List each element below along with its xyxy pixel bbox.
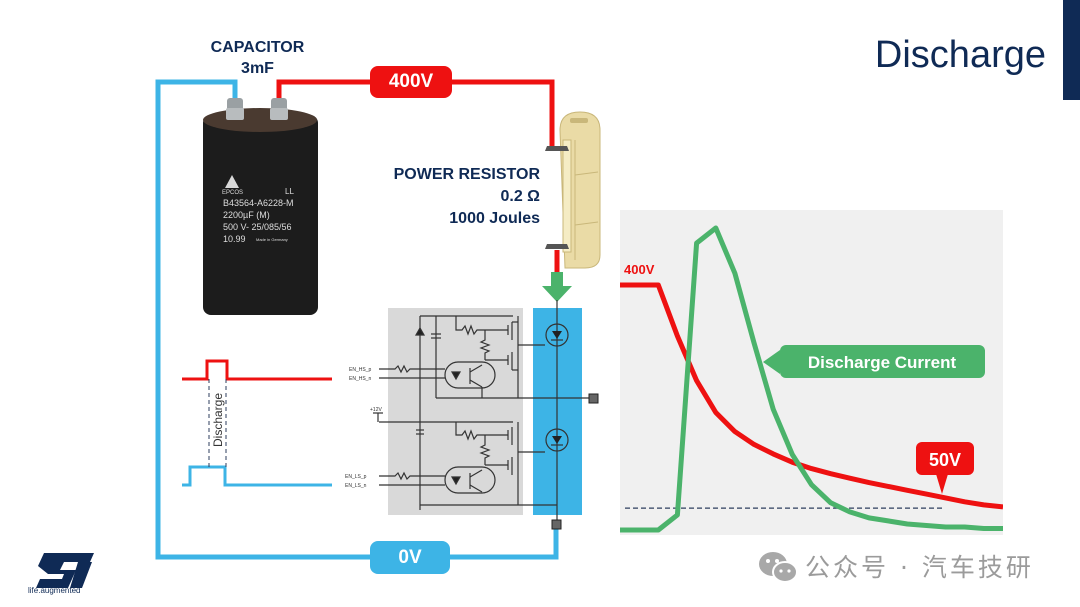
- capacitor-part-number: B43564-A6228-M: [223, 198, 294, 208]
- capacitor-date-code: 10.99: [223, 234, 246, 244]
- capacitor-label: CAPACITOR 3mF: [190, 37, 325, 79]
- capacitor-origin: Made in Germany: [256, 237, 288, 242]
- title-accent-bar: [1063, 0, 1080, 100]
- capacitor-image: EPCOS LL B43564-A6228-M 2200µF (M) 500 V…: [203, 98, 318, 315]
- ground-wire: [155, 79, 559, 560]
- ground-connector-icon: [551, 519, 562, 530]
- capacitor-name: CAPACITOR: [210, 39, 305, 56]
- pin-12v: +12V: [370, 407, 382, 413]
- phase-output-connector-icon: [588, 393, 599, 404]
- discharge-current-callout: Discharge Current: [763, 345, 985, 378]
- discharge-window-label: Discharge: [211, 393, 225, 447]
- capacitor-voltage-rating: 500 V- 25/085/56: [223, 222, 292, 232]
- resistor-name: POWER RESISTOR: [393, 166, 540, 183]
- high-voltage-badge: 400V: [370, 66, 452, 98]
- ground-voltage-badge: 0V: [370, 541, 450, 574]
- end-voltage-label: 50V: [929, 450, 961, 470]
- pin-en-ls-n: EN_LS_n: [345, 483, 367, 489]
- discharge-current-label: Discharge Current: [808, 353, 957, 372]
- ls-enable-pulse: [182, 465, 332, 487]
- capacitor-series: LL: [285, 187, 294, 196]
- pin-en-ls-p: EN_LS_p: [345, 474, 367, 480]
- logo-tagline: life.augmented: [28, 586, 81, 595]
- hs-enable-pulse: [182, 359, 332, 381]
- wechat-icon: [759, 552, 798, 583]
- st-logo-icon: [36, 553, 94, 588]
- resistor-energy: 1000 Joules: [449, 210, 540, 227]
- power-resistor-image: [545, 111, 601, 269]
- end-voltage-callout: 50V: [916, 442, 974, 494]
- discharge-chart: 400V Discharge Current 50V: [620, 210, 1003, 535]
- current-flow-arrow-icon: [542, 272, 572, 302]
- capacitor-capacitance: 2200µF (M): [223, 210, 270, 220]
- start-voltage-label: 400V: [624, 262, 655, 277]
- gate-driver-schematic: [373, 300, 590, 522]
- resistor-value: 0.2 Ω: [500, 188, 540, 205]
- pin-en-hs-p: EN_HS_p: [349, 367, 371, 373]
- capacitor-value: 3mF: [241, 60, 274, 77]
- pin-en-hs-n: EN_HS_n: [349, 376, 371, 382]
- resistor-label: POWER RESISTOR 0.2 Ω 1000 Joules: [350, 164, 540, 230]
- watermark-text: 公众号 · 汽车技研: [805, 553, 1034, 582]
- slide-title: Discharge: [874, 34, 1046, 76]
- capacitor-brand: EPCOS: [222, 190, 243, 196]
